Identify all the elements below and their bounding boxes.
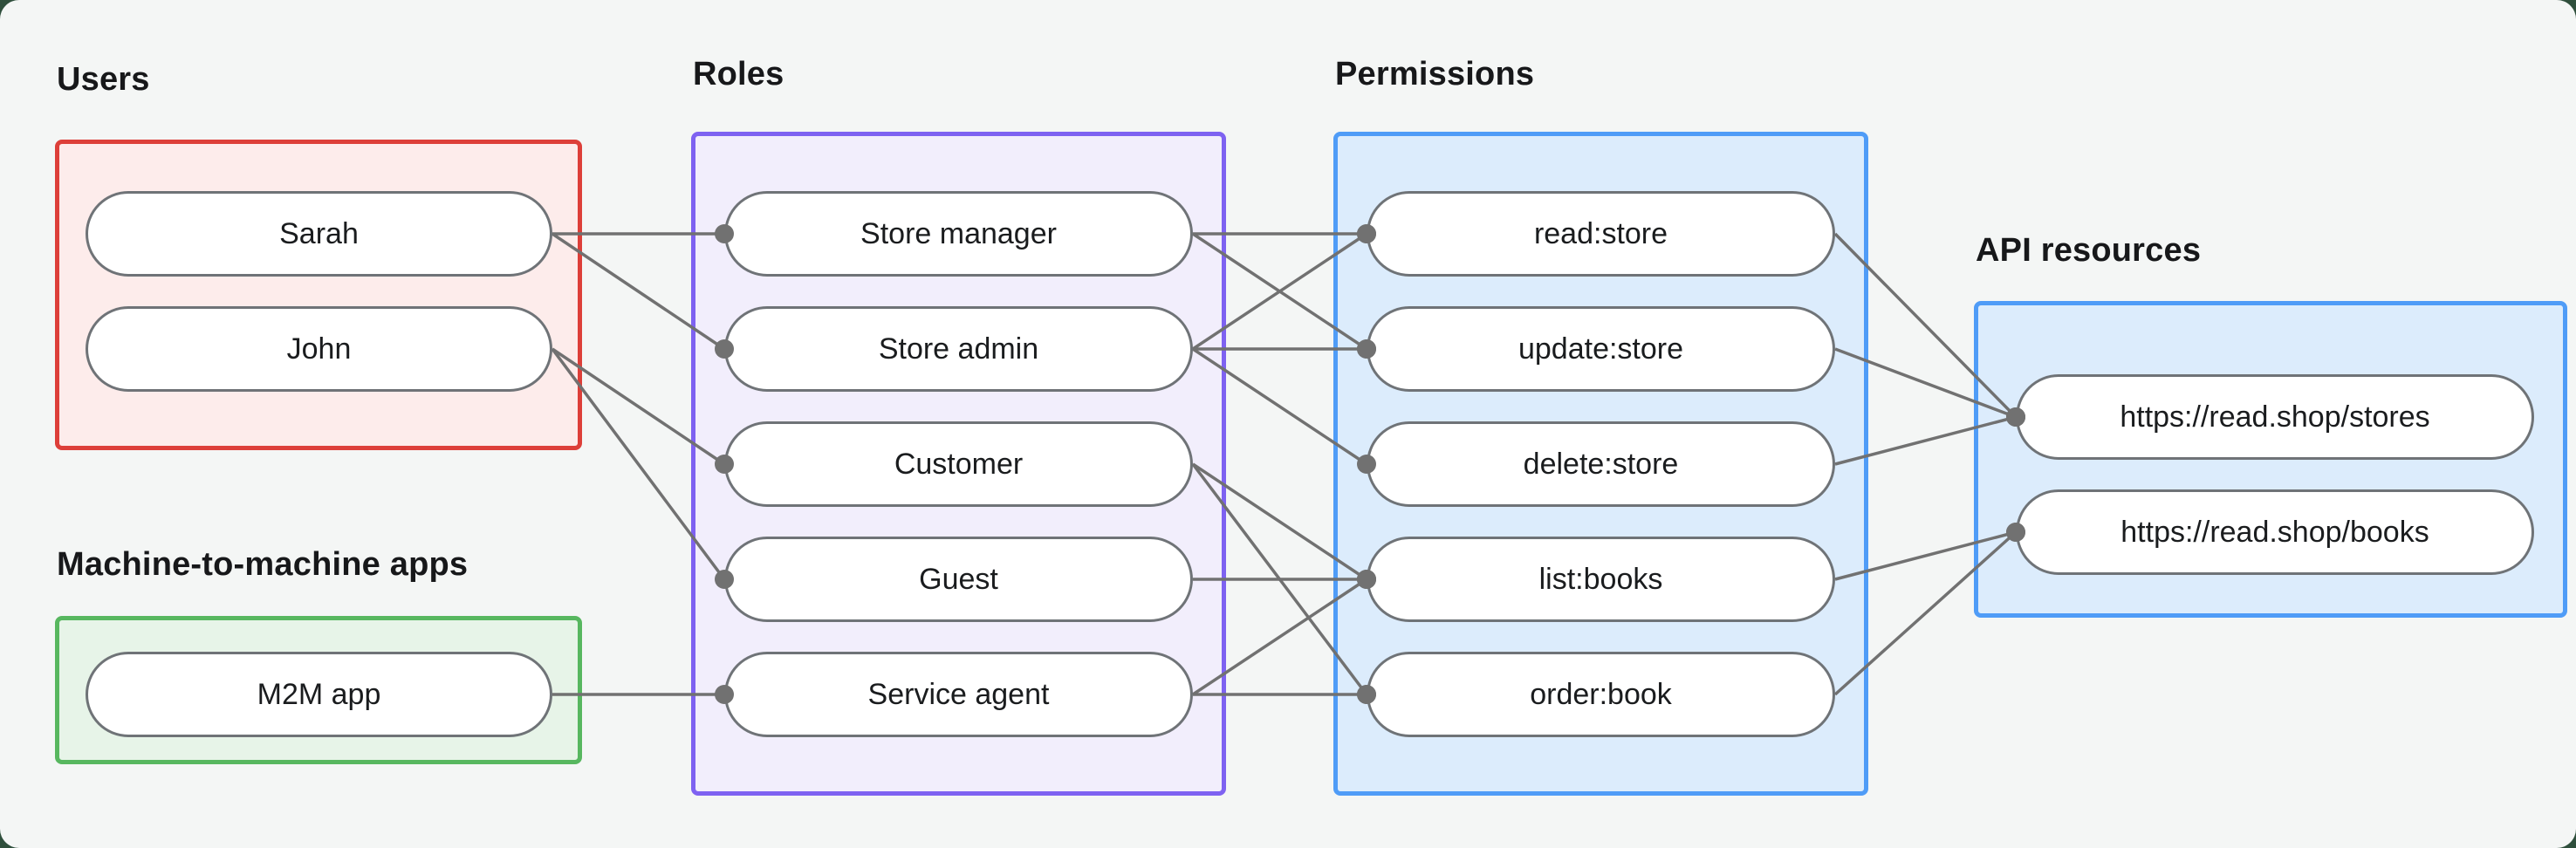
node-sarah: Sarah	[86, 191, 552, 277]
node-m2m: M2M app	[86, 652, 552, 737]
node-list-books: list:books	[1367, 537, 1835, 622]
m2m-apps-group-title: Machine-to-machine apps	[57, 546, 469, 583]
node-res-stores: https://read.shop/stores	[2016, 374, 2534, 460]
node-guest: Guest	[724, 537, 1193, 622]
node-store-manager: Store manager	[724, 191, 1193, 277]
node-service-agent: Service agent	[724, 652, 1193, 737]
roles-group-title: Roles	[693, 56, 784, 92]
node-update-store: update:store	[1367, 306, 1835, 392]
permissions-group-title: Permissions	[1335, 56, 1535, 92]
node-delete-store: delete:store	[1367, 421, 1835, 507]
users-group-title: Users	[57, 61, 150, 98]
node-res-books: https://read.shop/books	[2016, 489, 2534, 575]
node-customer: Customer	[724, 421, 1193, 507]
node-store-admin: Store admin	[724, 306, 1193, 392]
node-order-book: order:book	[1367, 652, 1835, 737]
node-john: John	[86, 306, 552, 392]
node-read-store: read:store	[1367, 191, 1835, 277]
